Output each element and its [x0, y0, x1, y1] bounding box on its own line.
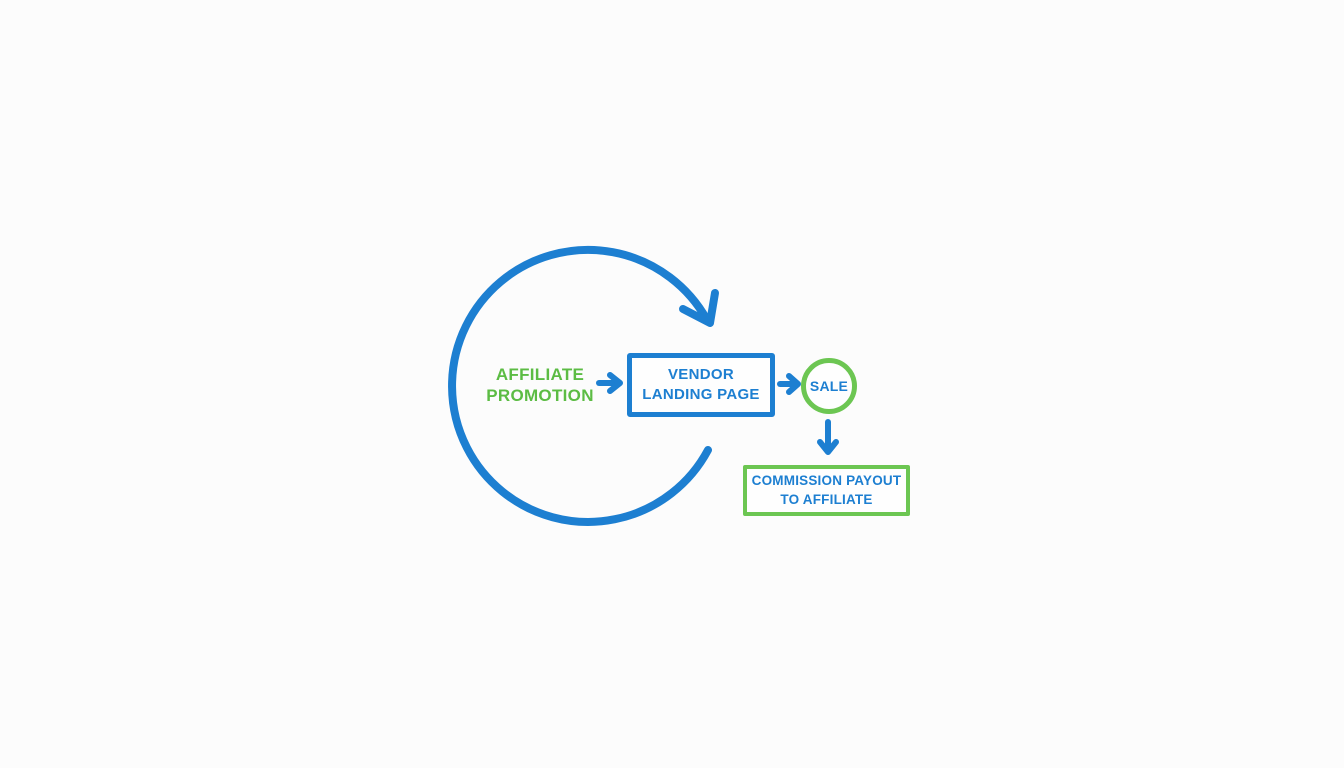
sale-label: SALE: [809, 378, 849, 394]
sale-node: SALE: [801, 358, 857, 414]
commission-payout-node: COMMISSION PAYOUT TO AFFILIATE: [743, 465, 910, 516]
commission-payout-line2: TO AFFILIATE: [780, 491, 873, 507]
vendor-landing-page-node: VENDOR LANDING PAGE: [627, 353, 775, 417]
affiliate-promotion-label: AFFILIATE PROMOTION: [462, 364, 618, 407]
commission-payout-line1: COMMISSION PAYOUT: [751, 473, 902, 489]
arrow-right-icon: [596, 372, 623, 394]
vendor-landing-page-line2: LANDING PAGE: [642, 386, 760, 403]
affiliate-promotion-line2: PROMOTION: [486, 386, 594, 406]
arrow-right-icon: [777, 373, 801, 395]
vendor-landing-page-line1: VENDOR: [668, 366, 734, 384]
cycle-arrow-icon: [448, 245, 719, 526]
affiliate-promotion-line1: AFFILIATE: [495, 365, 585, 384]
arrow-down-icon: [817, 419, 839, 455]
